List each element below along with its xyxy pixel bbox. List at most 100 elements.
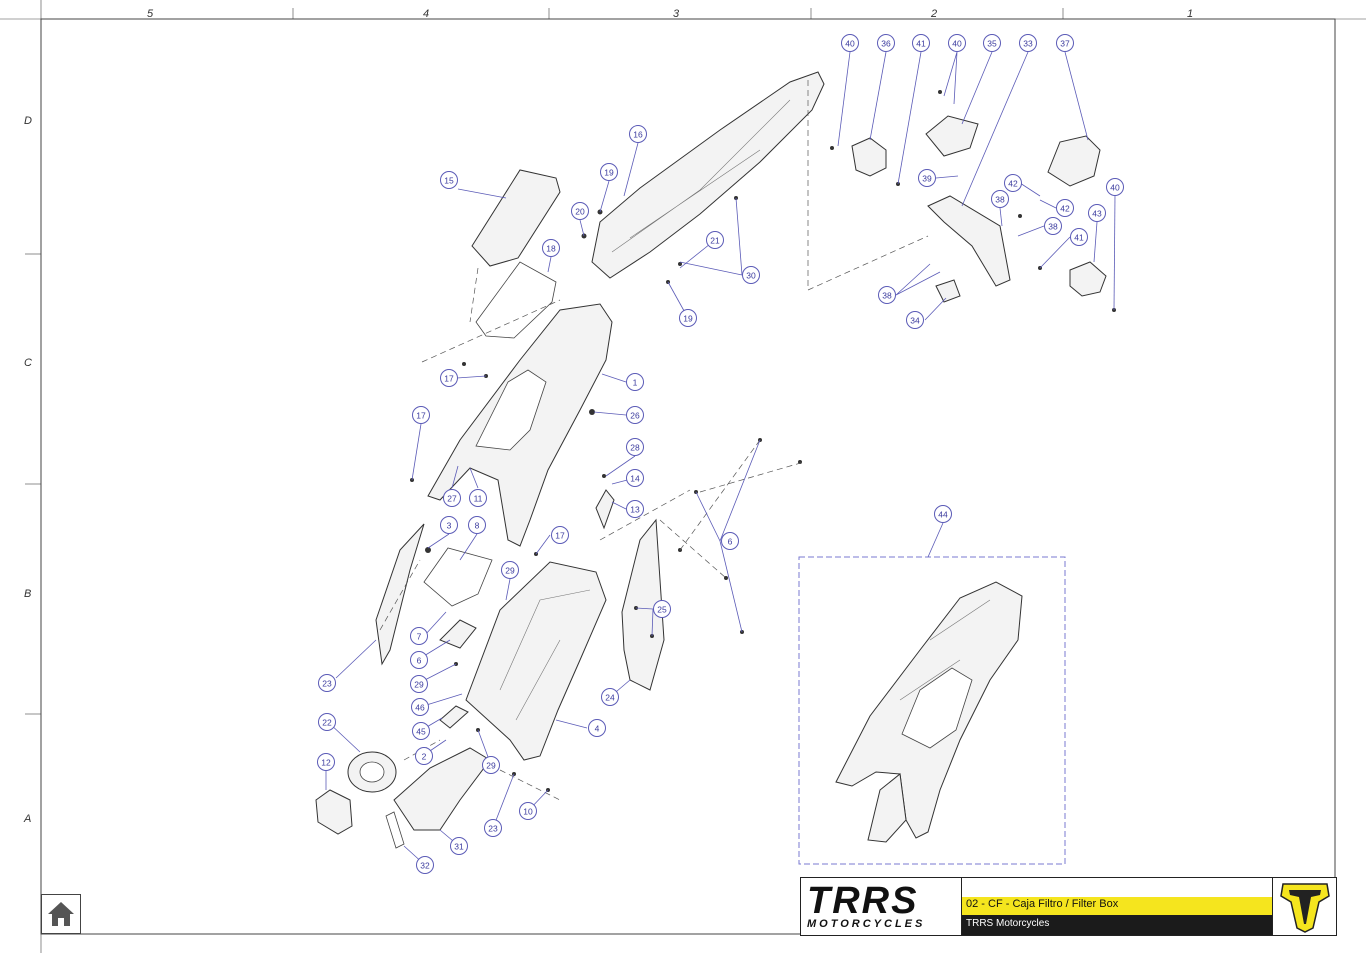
callout-29: 29 xyxy=(410,675,428,693)
column-number: 2 xyxy=(930,8,937,20)
callout-number: 29 xyxy=(414,680,424,690)
callout-number: 37 xyxy=(1060,39,1070,49)
company-name: TRRS Motorcycles xyxy=(966,918,1050,929)
callout-16: 16 xyxy=(629,125,647,143)
callout-3: 3 xyxy=(440,516,458,534)
clamp-part xyxy=(439,705,469,729)
callout-18: 18 xyxy=(542,239,560,257)
side-cover-part xyxy=(471,169,561,267)
callout-number: 33 xyxy=(1023,39,1033,49)
callout-38: 38 xyxy=(1044,217,1062,235)
callout-number: 41 xyxy=(1074,233,1084,243)
callout-number: 14 xyxy=(630,474,640,484)
callout-number: 18 xyxy=(546,244,556,254)
callout-28: 28 xyxy=(626,438,644,456)
logo-wordmark: TRRS xyxy=(807,880,919,922)
logo-subtitle: MOTORCYCLES xyxy=(807,918,926,930)
callout-number: 26 xyxy=(630,411,640,421)
callout-6: 6 xyxy=(410,651,428,669)
callout-number: 19 xyxy=(604,168,614,178)
row-letter: B xyxy=(24,588,31,600)
callout-number: 40 xyxy=(845,39,855,49)
callout-44: 44 xyxy=(934,505,952,523)
side-panel-part xyxy=(375,523,425,666)
callout-4: 4 xyxy=(588,719,606,737)
parts-artwork xyxy=(315,71,1116,849)
callout-27: 27 xyxy=(443,489,461,507)
callout-19: 19 xyxy=(600,163,618,181)
callout-24: 24 xyxy=(601,688,619,706)
callout-31: 31 xyxy=(450,837,468,855)
rear-fender-part xyxy=(591,71,825,279)
callout-number: 40 xyxy=(952,39,962,49)
callout-43: 43 xyxy=(1088,204,1106,222)
assembled-view-artwork xyxy=(835,581,1023,843)
title-accent-bar xyxy=(962,897,1272,915)
callout-number: 24 xyxy=(605,693,615,703)
home-button[interactable] xyxy=(41,894,81,934)
clip-part xyxy=(595,489,615,530)
callout-number: 7 xyxy=(417,632,422,642)
callout-29: 29 xyxy=(501,561,519,579)
callout-22: 22 xyxy=(318,713,336,731)
callout-10: 10 xyxy=(519,802,537,820)
callout-number: 31 xyxy=(454,842,464,852)
callout-number: 38 xyxy=(882,291,892,301)
callout-41: 41 xyxy=(912,34,930,52)
callout-46: 46 xyxy=(411,698,429,716)
callout-number: 44 xyxy=(938,510,948,520)
sticker-part xyxy=(475,261,557,339)
callout-number: 46 xyxy=(415,703,425,713)
callout-number: 40 xyxy=(1110,183,1120,193)
callout-number: 1 xyxy=(633,378,638,388)
callout-38: 38 xyxy=(991,190,1009,208)
callout-number: 34 xyxy=(910,316,920,326)
airbox-part xyxy=(465,561,607,761)
callout-number: 16 xyxy=(633,130,643,140)
callout-number: 23 xyxy=(488,824,498,834)
indicator-rear-part xyxy=(1069,261,1107,297)
row-letter: A xyxy=(23,813,31,825)
light-bracket-part xyxy=(925,115,979,157)
sheet-title: 02 - CF - Caja Filtro / Filter Box xyxy=(966,898,1119,910)
tail-window xyxy=(475,369,547,451)
callout-29: 29 xyxy=(482,756,500,774)
callout-42: 42 xyxy=(1004,174,1022,192)
callout-23: 23 xyxy=(318,674,336,692)
callout-17: 17 xyxy=(412,406,430,424)
callout-number: 20 xyxy=(575,207,585,217)
callout-number: 17 xyxy=(555,531,565,541)
title-block: TRRS MOTORCYCLES 02 - CF - Caja Filtro /… xyxy=(800,877,1337,936)
callout-number: 21 xyxy=(710,236,720,246)
small-bracket-part xyxy=(935,279,961,303)
callout-40: 40 xyxy=(841,34,859,52)
callout-number: 17 xyxy=(444,374,454,384)
callout-number: 10 xyxy=(523,807,533,817)
callout-number: 27 xyxy=(447,494,457,504)
callout-number: 22 xyxy=(322,718,332,728)
callout-number: 41 xyxy=(916,39,926,49)
callout-33: 33 xyxy=(1019,34,1037,52)
callout-number: 32 xyxy=(420,861,430,871)
row-letter: C xyxy=(24,357,32,369)
callout-34: 34 xyxy=(906,311,924,329)
callout-number: 8 xyxy=(475,521,480,531)
callout-45: 45 xyxy=(412,722,430,740)
callout-13: 13 xyxy=(626,500,644,518)
callout-number: 6 xyxy=(728,537,733,547)
callout-1: 1 xyxy=(626,373,644,391)
callout-14: 14 xyxy=(626,469,644,487)
callout-2: 2 xyxy=(415,747,433,765)
callout-number: 42 xyxy=(1060,204,1070,214)
callout-17: 17 xyxy=(440,369,458,387)
callout-number: 30 xyxy=(746,271,756,281)
callout-number: 19 xyxy=(683,314,693,324)
callout-number: 23 xyxy=(322,679,332,689)
callout-number: 36 xyxy=(881,39,891,49)
callout-37: 37 xyxy=(1056,34,1074,52)
callout-20: 20 xyxy=(571,202,589,220)
indicator-part xyxy=(851,137,887,177)
trrs-shield-icon xyxy=(1280,883,1330,933)
callout-number: 4 xyxy=(595,724,600,734)
callout-number: 3 xyxy=(447,521,452,531)
